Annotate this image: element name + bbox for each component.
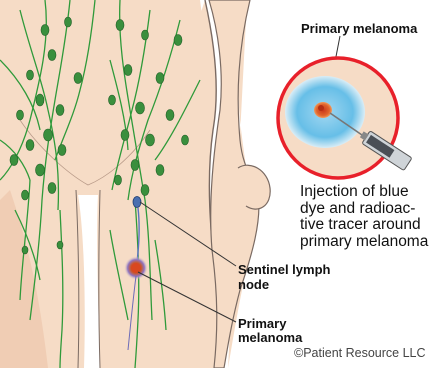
- copyright-notice: ©Patient Resource LLC: [294, 346, 426, 360]
- sentinel-node-label: Sentinel lymph node: [238, 262, 348, 292]
- body-figure: [0, 0, 270, 368]
- inset-melanoma-label: Primary melanoma: [301, 21, 417, 36]
- injection-description: Injection of blue dye and radioac-tive t…: [300, 184, 434, 250]
- inset-magnifier: [278, 58, 412, 178]
- leg-melanoma-label: Primary melanoma: [238, 317, 328, 345]
